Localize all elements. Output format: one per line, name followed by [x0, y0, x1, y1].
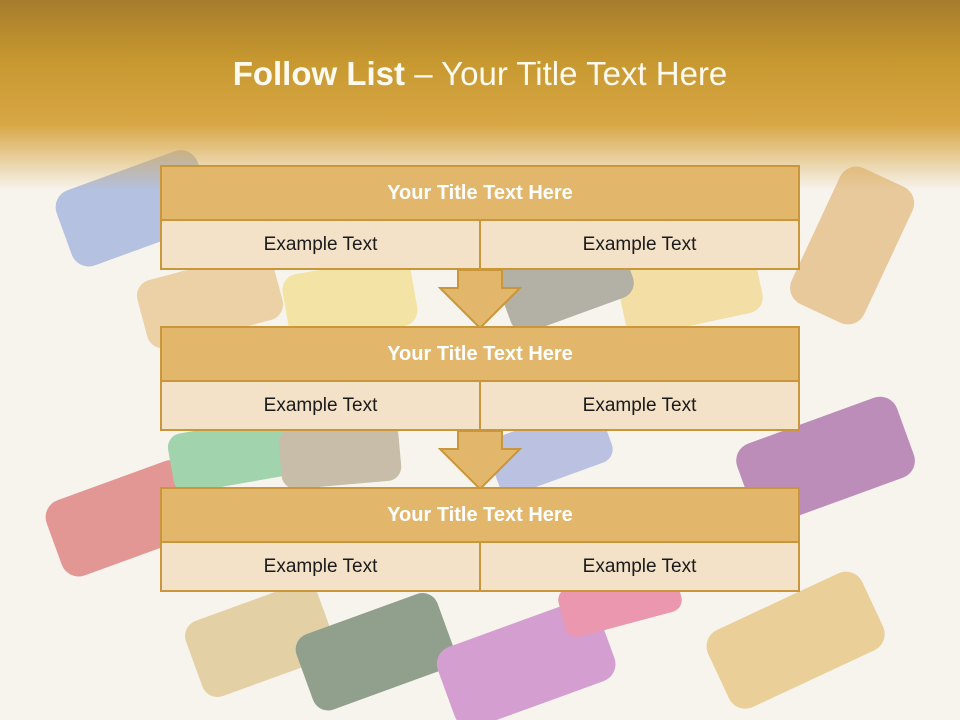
down-arrow-icon [438, 270, 522, 330]
block-cell-right: Example Text [479, 382, 798, 429]
list-block-3: Your Title Text Here Example Text Exampl… [160, 487, 800, 592]
block-cell-right: Example Text [479, 543, 798, 590]
slide-title-separator: – [405, 55, 442, 92]
block-title: Your Title Text Here [160, 487, 800, 543]
down-arrow-icon [438, 431, 522, 491]
block-row: Example Text Example Text [160, 543, 800, 592]
title-banner [0, 0, 960, 190]
list-block-2: Your Title Text Here Example Text Exampl… [160, 326, 800, 431]
block-row: Example Text Example Text [160, 382, 800, 431]
block-title: Your Title Text Here [160, 326, 800, 382]
block-cell-left: Example Text [263, 394, 378, 416]
block-title: Your Title Text Here [160, 165, 800, 221]
slide-title: Follow List – Your Title Text Here [0, 55, 960, 93]
slide-title-bold: Follow List [232, 55, 406, 92]
block-cell-left: Example Text [263, 555, 378, 577]
block-cell-right: Example Text [479, 221, 798, 268]
block-cell-left: Example Text [263, 233, 378, 255]
slide-title-rest: Your Title Text Here [441, 55, 728, 92]
block-row: Example Text Example Text [160, 221, 800, 270]
list-block-1: Your Title Text Here Example Text Exampl… [160, 165, 800, 270]
